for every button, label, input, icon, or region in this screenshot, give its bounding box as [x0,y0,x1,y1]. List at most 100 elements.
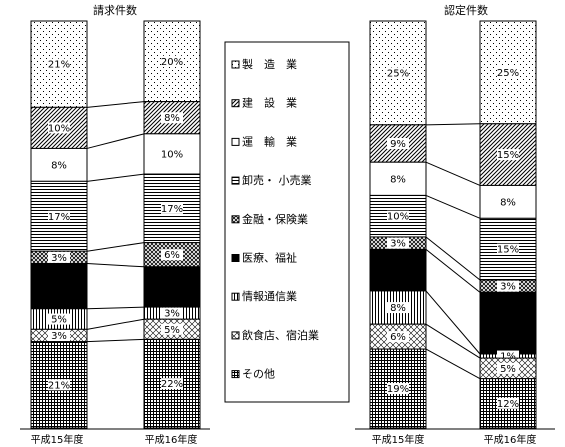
bar-stack-group: 25%9%8%10%3%10%8%6%19%25%15%8%15%3%15%1%… [369,20,537,429]
data-label: 25% [387,68,409,79]
connector-line [425,123,481,126]
legend-swatch [231,254,240,262]
data-label: 10% [48,123,70,134]
data-label: 6% [164,250,180,261]
data-label: 12% [497,399,519,410]
legend-label: 運 輸 業 [242,134,297,148]
data-label-bg [387,383,409,395]
data-label: 1% [500,352,516,363]
data-label: 15% [497,150,519,161]
data-label: 8% [164,113,180,124]
data-label-bg [161,202,183,214]
data-label: 20% [161,57,183,68]
legend-label: 卸売・ 小売業 [242,173,312,187]
legend-label: 医療、福祉 [242,251,297,265]
data-label-bg [497,149,519,161]
connector-line [86,318,145,330]
data-label-bg [161,323,183,335]
legend-label: その他 [242,368,275,381]
bar-segment [369,248,427,292]
legend-swatch [231,99,240,108]
connector-line [425,236,481,281]
category-label: 平成15年度 [372,433,425,446]
data-label: 5% [51,315,67,326]
data-label: 21% [48,380,70,391]
bar-segment [30,263,88,310]
data-label-bg [161,307,183,319]
data-label-bg [161,378,183,390]
connector-line [86,101,145,108]
legend-label: 金融・保険業 [242,212,308,226]
data-label: 6% [390,332,406,343]
data-label-bg [48,122,70,134]
chart-title: 認定件数 [444,3,488,17]
bar-segment [143,266,201,308]
data-label: 5% [500,364,516,375]
connector-line [425,348,481,380]
connector-line [425,161,481,186]
bar-segment [369,348,427,429]
data-label-bg [161,148,183,160]
legend-swatch [231,331,240,340]
data-label: 9% [390,139,406,150]
data-label: 19% [387,384,409,395]
data-label: 10% [387,266,409,277]
connector-line [425,249,481,293]
category-label: 平成15年度 [31,433,84,446]
connector-line [425,290,481,355]
data-label-bg [497,397,519,409]
data-label-bg [497,196,519,208]
category-label: 平成16年度 [145,433,198,446]
data-label-bg [497,66,519,78]
data-label-bg [48,330,70,341]
bar-stack-group: 21%10%8%17%3%11%5%3%21%20%8%10%17%6%10%3… [30,20,201,429]
data-label: 15% [497,319,519,330]
data-label: 10% [161,282,183,293]
legend: 製 造 業建 設 業運 輸 業卸売・ 小売業金融・保険業医療、福祉情報通信業飲食… [224,41,350,403]
connector-line [425,323,481,359]
connector-lines [86,101,145,343]
data-label-bg [48,210,70,222]
connector-line [86,263,145,268]
data-label-bg [387,210,409,222]
data-label-bg [497,243,519,255]
chart-title: 請求件数 [93,3,137,17]
connector-line [86,133,145,149]
data-label-bg [497,350,519,362]
data-label: 11% [48,282,70,293]
data-label: 10% [161,149,183,160]
data-label: 8% [51,160,67,171]
data-label: 8% [390,303,406,314]
data-label: 22% [161,379,183,390]
data-label: 17% [48,212,70,223]
data-label-bg [48,313,70,325]
data-label-bg [161,55,183,67]
connector-line [86,242,145,252]
legend-swatch [231,370,240,379]
data-label: 3% [51,331,67,342]
data-label-bg [387,173,409,185]
data-label: 17% [161,204,183,215]
legend-swatch [231,176,240,185]
connector-line [86,306,145,310]
data-label: 15% [497,245,519,256]
data-label-bg [387,67,409,79]
data-label-bg [387,302,409,314]
chart-panel-approvals: 認定件数 平成15年度 平成16年度 25%9%8%10%3%10%8%6%19… [355,3,555,446]
legend-label: 製 造 業 [242,57,297,71]
connector-line [86,338,145,343]
data-label-bg [387,331,409,343]
data-label: 3% [500,282,516,293]
chart-panel-claims: 請求件数 平成15年度 平成16年度 21% 10% 8% 17% 3% 11% 5% 3% 2… [20,3,210,446]
legend-swatch [231,292,240,301]
legend-frame [224,41,350,403]
data-label: 8% [500,197,516,208]
data-label: 5% [164,325,180,336]
legend-label: 建 設 業 [242,96,297,110]
connector-lines [425,123,481,380]
data-label: 3% [51,253,67,264]
category-label: 平成16年度 [484,433,537,446]
data-label: 8% [390,174,406,185]
data-label-bg [387,237,409,249]
